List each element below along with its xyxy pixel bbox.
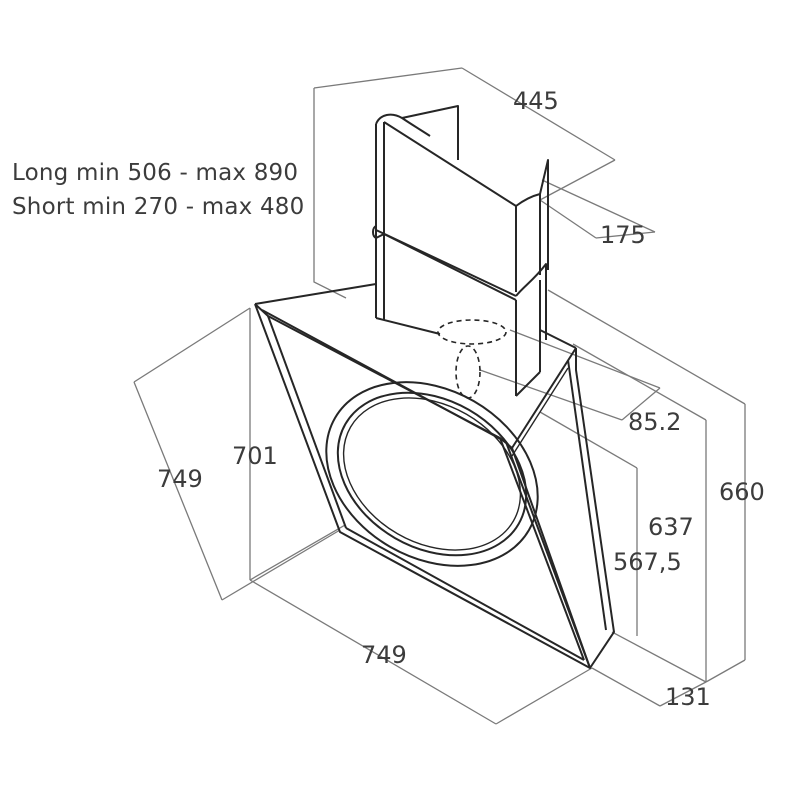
outlet-top-dashed	[437, 319, 507, 345]
chimney-base-right	[515, 371, 541, 397]
chimney-lower-top	[372, 225, 517, 301]
dim-line-175-a	[541, 179, 656, 233]
glass-panel-right-edge	[505, 441, 591, 669]
chimney-lower-top-b	[375, 229, 517, 297]
hood-right-side-inner	[567, 359, 607, 631]
hood-right-side	[575, 348, 615, 669]
dim-line-85-c	[621, 387, 661, 421]
dim-line-749-bottom	[249, 579, 497, 725]
dim-line-131-a	[591, 667, 661, 707]
dim-line-85-b	[509, 329, 661, 389]
ext-line-567-bottom	[611, 631, 707, 683]
ext-line-660-top	[547, 289, 746, 405]
ext-line-567-top	[539, 411, 638, 469]
dimension-lines	[133, 67, 746, 725]
filter-inner-ring	[336, 391, 528, 557]
dim-label-445: 445	[513, 87, 559, 115]
dim-line-175-b	[539, 199, 597, 239]
dim-line-445-top	[313, 67, 463, 89]
dim-label-131: 131	[665, 683, 711, 711]
chimney-lower-fold	[515, 263, 547, 340]
ext-line-749-slant-bottom	[221, 529, 341, 601]
glass-panel-outline	[254, 303, 591, 669]
air-outlet	[437, 319, 507, 399]
outlet-side-dashed	[455, 345, 481, 399]
hood-top-back-right	[539, 329, 577, 349]
ext-line-749-slant-top	[133, 307, 251, 383]
ext-line-749-bottom	[495, 667, 593, 725]
ext-line-701-bottom	[249, 524, 346, 581]
dim-line-749-slant	[133, 381, 223, 601]
hood-top-back-left	[254, 283, 377, 305]
chimney-base-left	[375, 317, 441, 335]
filter-outer-ring	[325, 381, 539, 567]
dim-line-131-b	[659, 681, 707, 707]
dim-label-637: 637	[648, 513, 694, 541]
dim-label-85-2: 85.2	[628, 408, 681, 436]
dim-label-749-slant: 749	[157, 465, 203, 493]
dim-label-567-5: 567,5	[613, 548, 682, 576]
filter-innermost-ring	[342, 397, 522, 551]
ext-line-445	[539, 159, 616, 201]
chimney	[372, 105, 549, 397]
chimney-long-note: Long min 506 - max 890	[12, 160, 299, 186]
hood-top-right	[511, 347, 577, 449]
hood-body	[254, 283, 615, 669]
hood-top-front-inner	[261, 309, 507, 443]
dim-line-445-right	[461, 67, 616, 161]
chimney-right-fold	[515, 159, 549, 270]
chimney-top-edge	[401, 117, 431, 137]
dim-line-175-c	[595, 231, 656, 239]
ext-line-660-bottom	[705, 659, 746, 683]
dimension-labels: 445 175 85.2 660 637 567,5 749 701 749 1…	[157, 87, 765, 711]
chimney-top-back	[375, 105, 459, 160]
chimney-short-note: Short min 270 - max 480	[12, 194, 305, 220]
glass-panel-right-inner	[499, 437, 585, 661]
dim-label-749-width: 749	[361, 641, 407, 669]
ext-line-chimney-left	[313, 88, 347, 299]
glass-panel-bottom-inner	[345, 527, 585, 661]
ext-line-637-top	[572, 343, 707, 421]
dim-label-660: 660	[719, 478, 765, 506]
glass-panel-left-inner	[267, 315, 347, 529]
dim-label-175: 175	[600, 221, 646, 249]
hood-side-crease	[511, 367, 569, 457]
dim-label-701: 701	[232, 442, 278, 470]
